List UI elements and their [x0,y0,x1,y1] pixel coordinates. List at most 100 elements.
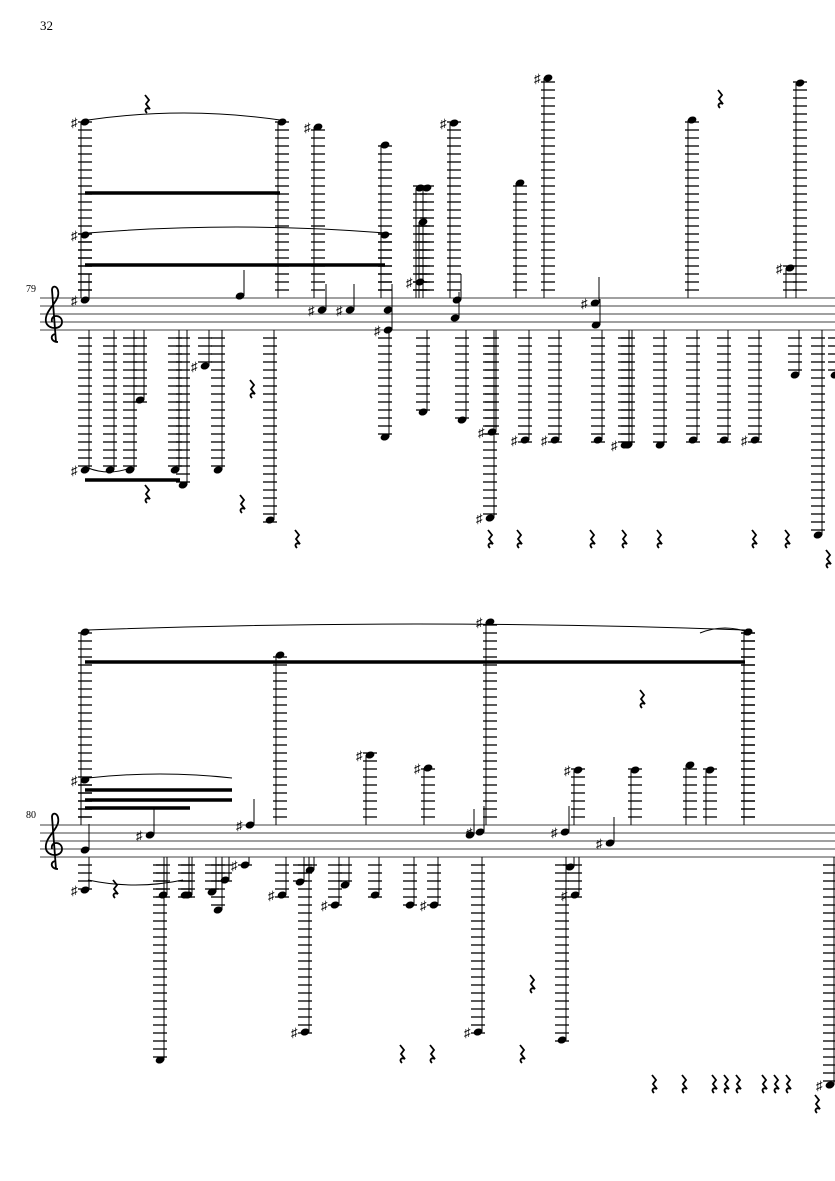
note-head [475,828,485,836]
note-head [449,119,459,127]
sharp-icon: ♯ [511,433,518,448]
note-head [80,846,90,854]
note-head [591,321,601,329]
sharp-icon: ♯ [741,433,748,448]
sharp-icon: ♯ [321,898,328,913]
quarter-rest-icon [717,89,724,109]
quarter-rest-icon [294,529,301,549]
sharp-icon: ♯ [304,120,311,135]
note-head [235,292,245,300]
quarter-rest-icon [651,1074,658,1094]
note-head [178,481,188,489]
system-1: ♯♯♯♯♯♯♯♯♯♯♯♯♯♯♯♯♯♯♯♯ [40,71,835,569]
quarter-rest-icon [144,94,151,114]
note-head [485,514,495,522]
note-head [340,881,350,889]
note-head [380,433,390,441]
sharp-icon: ♯ [551,825,558,840]
sharp-icon: ♯ [478,425,485,440]
quarter-rest-icon [529,974,536,994]
note-head [317,306,327,314]
note-head [623,441,633,449]
note-head [705,766,715,774]
note-head [220,876,230,884]
note-head [423,764,433,772]
tie [87,623,746,631]
sharp-icon: ♯ [291,1025,298,1040]
sharp-icon: ♯ [534,71,541,86]
quarter-rest-icon [144,484,151,504]
tie [87,226,386,234]
tie [87,467,131,473]
note-head [80,776,90,784]
sharp-icon: ♯ [776,261,783,276]
note-head [605,839,615,847]
sharp-icon: ♯ [816,1078,823,1093]
note-head [207,888,217,896]
quarter-rest-icon [639,689,646,709]
sharp-icon: ♯ [71,228,78,243]
quarter-rest-icon [516,529,523,549]
sharp-icon: ♯ [466,825,473,840]
note-head [345,306,355,314]
sharp-icon: ♯ [71,883,78,898]
sharp-icon: ♯ [414,761,421,776]
note-head [825,1081,835,1089]
sharp-icon: ♯ [374,323,381,338]
note-head [300,1028,310,1036]
sharp-icon: ♯ [136,828,143,843]
quarter-rest-icon [429,1044,436,1064]
quarter-rest-icon [784,529,791,549]
note-head [80,466,90,474]
sharp-icon: ♯ [71,463,78,478]
tie [699,627,751,634]
quarter-rest-icon [681,1074,688,1094]
quarter-rest-icon [814,1094,821,1114]
note-head [795,79,805,87]
note-head [485,618,495,626]
quarter-rest-icon [711,1074,718,1094]
note-head [80,231,90,239]
note-head [813,531,823,539]
note-head [295,878,305,886]
quarter-rest-icon [785,1074,792,1094]
quarter-rest-icon [723,1074,730,1094]
sharp-icon: ♯ [581,296,588,311]
note-head [80,886,90,894]
sharp-icon: ♯ [356,748,363,763]
note-head [80,296,90,304]
note-head [213,466,223,474]
note-head [790,371,800,379]
quarter-rest-icon [761,1074,768,1094]
quarter-rest-icon [519,1044,526,1064]
sharp-icon: ♯ [464,1025,471,1040]
tie [87,879,184,886]
note-head [573,766,583,774]
quarter-rest-icon [735,1074,742,1094]
note-head [465,831,475,839]
sharp-icon: ♯ [596,836,603,851]
sharp-icon: ♯ [476,615,483,630]
quarter-rest-icon [249,379,256,399]
quarter-rest-icon [589,529,596,549]
tie [87,112,281,121]
quarter-rest-icon [487,529,494,549]
measure-number-79: 79 [26,284,36,295]
note-head [213,906,223,914]
note-head [418,218,428,226]
note-head [245,821,255,829]
sharp-icon: ♯ [71,773,78,788]
treble-clef-icon [44,285,63,343]
note-head [560,828,570,836]
quarter-rest-icon [656,529,663,549]
quarter-rest-icon [825,549,832,569]
tie [87,773,233,779]
note-head [380,141,390,149]
sharp-icon: ♯ [71,115,78,130]
note-head [590,299,600,307]
quarter-rest-icon [399,1044,406,1064]
note-head [305,866,315,874]
sharp-icon: ♯ [268,888,275,903]
note-head [543,74,553,82]
